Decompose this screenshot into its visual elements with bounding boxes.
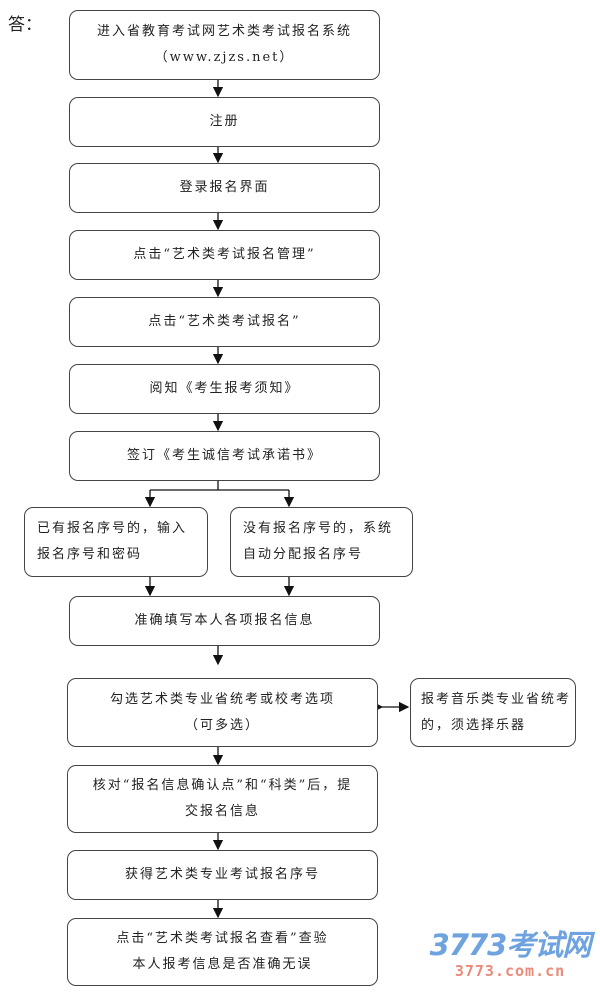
step-text: 本人报考信息是否准确无误	[132, 957, 313, 972]
step-manage: 点击“艺术类考试报名管理”	[69, 230, 380, 280]
answer-label: 答：	[8, 15, 42, 35]
step-text: （www.zjzs.net）	[154, 50, 295, 65]
step-no-number: 没有报名序号的，系统自动分配报名序号	[230, 507, 413, 577]
step-text: 的，须选择乐器	[421, 717, 527, 733]
step-text: 登录报名界面	[179, 180, 270, 195]
step-has-number: 已有报名序号的，输入报名序号和密码	[24, 507, 208, 577]
note-music-instrument: 报考音乐类专业省统考的，须选择乐器	[410, 678, 576, 747]
step-text: 进入省教育考试网艺术类考试报名系统	[96, 24, 352, 39]
step-text: 没有报名序号的，系统	[243, 521, 394, 536]
step-enter-system: 进入省教育考试网艺术类考试报名系统 （www.zjzs.net）	[69, 10, 380, 80]
step-text: 获得艺术类专业考试报名序号	[124, 867, 320, 882]
step-text: 阅知《考生报考须知》	[149, 381, 300, 396]
step-read-notice: 阅知《考生报考须知》	[69, 364, 380, 414]
step-text: 核对“报名信息确认点”和“科类”后，提	[92, 778, 353, 793]
step-fill-info: 准确填写本人各项报名信息	[69, 596, 380, 646]
step-text: （可多选）	[184, 717, 260, 733]
step-sign-pledge: 签订《考生诚信考试承诺书》	[69, 431, 380, 481]
step-text: 点击“艺术类考试报名”	[148, 314, 301, 329]
step-login: 登录报名界面	[69, 163, 380, 213]
step-get-number: 获得艺术类专业考试报名序号	[67, 850, 378, 900]
step-select-options: 勾选艺术类专业省统考或校考选项 （可多选）	[67, 678, 378, 747]
step-apply: 点击“艺术类考试报名”	[69, 297, 380, 347]
step-text: 交报名信息	[184, 804, 260, 819]
step-check-info: 点击“艺术类考试报名查看”查验本人报考信息是否准确无误	[67, 918, 378, 986]
step-text: 勾选艺术类专业省统考或校考选项	[109, 691, 335, 707]
step-text: 签订《考生诚信考试承诺书》	[126, 448, 322, 463]
step-text: 点击“艺术类考试报名管理”	[133, 247, 316, 262]
step-verify-submit: 核对“报名信息确认点”和“科类”后，提交报名信息	[67, 765, 378, 833]
step-text: 点击“艺术类考试报名查看”查验	[116, 931, 329, 946]
step-text: 注册	[209, 114, 240, 129]
watermark-url: 3773.com.cn	[454, 962, 566, 980]
step-text: 已有报名序号的，输入	[37, 521, 188, 536]
step-register: 注册	[69, 97, 380, 147]
step-text: 自动分配报名序号	[243, 547, 364, 562]
step-text: 报名序号和密码	[37, 547, 143, 562]
watermark: 3773考试网 3773.com.cn	[424, 928, 596, 980]
step-text: 准确填写本人各项报名信息	[134, 613, 315, 628]
watermark-logo: 3773考试网	[429, 928, 592, 962]
step-text: 报考音乐类专业省统考	[421, 691, 572, 707]
